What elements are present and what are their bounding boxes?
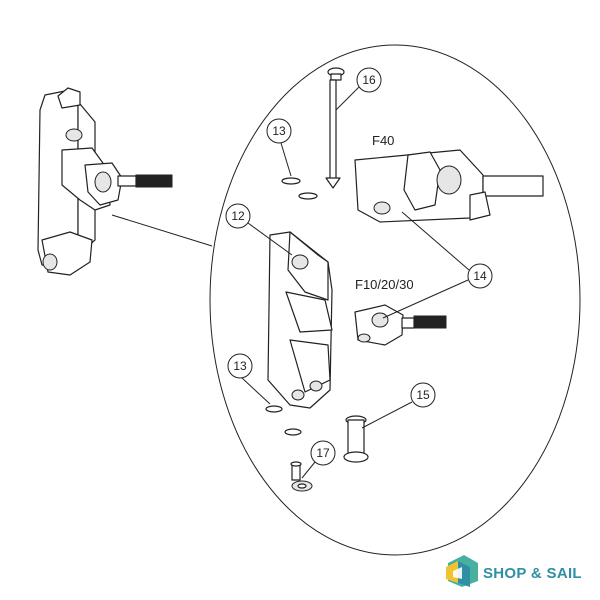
callout-17: 17 (301, 440, 336, 479)
logo-word-shop: SHOP (483, 565, 527, 582)
washer-13-top-a (281, 177, 301, 185)
detail-leader-line (111, 214, 213, 247)
model-label-f40: F40 (372, 133, 394, 148)
svg-text:12: 12 (231, 209, 245, 223)
washer-13-top-b (298, 192, 318, 200)
svg-text:14: 14 (473, 269, 487, 283)
callout-13-bottom: 13 (227, 353, 271, 405)
svg-text:16: 16 (362, 73, 376, 87)
svg-text:17: 17 (316, 446, 330, 460)
svg-text:13: 13 (272, 124, 286, 138)
callout-16: 16 (335, 67, 382, 111)
svg-text:13: 13 (233, 359, 247, 373)
shop-and-sail-logo-text: SHOP & SAIL (483, 565, 582, 582)
logo-word-amp: & (530, 565, 543, 582)
callout-14: 14 (382, 211, 493, 319)
svg-text:15: 15 (416, 388, 430, 402)
part-12-car-body (267, 231, 333, 409)
part-17-screw (290, 461, 313, 492)
callout-13-top: 13 (266, 118, 292, 177)
part-14-f10-shackle (354, 304, 447, 346)
part-16-pin (325, 67, 345, 189)
callout-12: 12 (225, 203, 293, 256)
washer-13-bottom-b (284, 428, 302, 436)
shop-and-sail-logo-icon (446, 555, 478, 587)
detail-ellipse (209, 44, 581, 556)
callout-15: 15 (361, 382, 436, 429)
part-14-f40-shackle (354, 149, 544, 223)
washer-13-bottom-a (265, 405, 283, 413)
part-15-bushing (343, 415, 369, 463)
model-label-f10-20-30: F10/20/30 (355, 277, 414, 292)
logo-word-sail: SAIL (546, 565, 582, 582)
assembled-car-view (37, 87, 173, 276)
